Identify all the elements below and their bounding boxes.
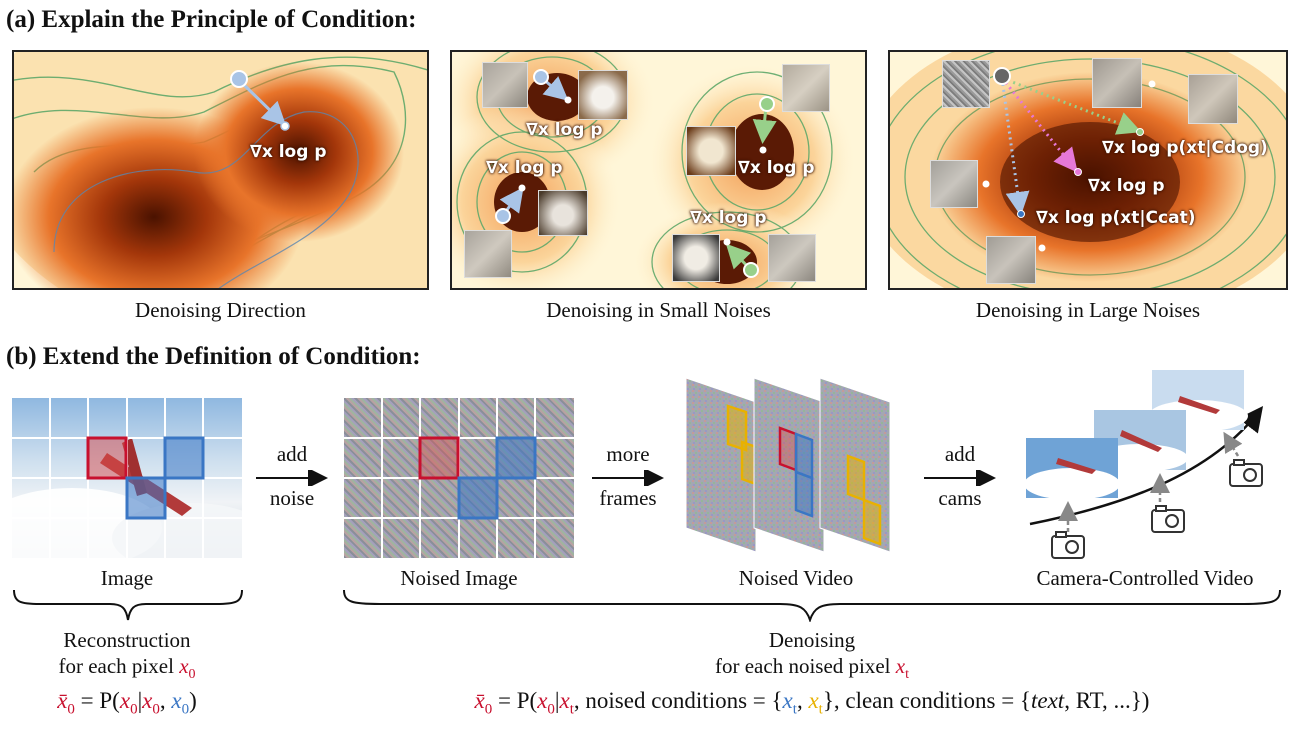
grad-label-uncond: ∇x log p [1088,176,1165,196]
noised-image [344,398,574,558]
denoising-formula: x̄0 = P(x0|xt, noised conditions = {xt, … [474,688,1150,718]
noisy-cat-thumb-3 [930,160,978,208]
cat-noisy-point-1 [533,69,549,85]
clean-image [12,398,242,558]
noisy-dog-thumb-1 [782,64,830,112]
grad-label: ∇x log p [250,142,327,162]
arrow-add-noise [256,470,328,486]
noisy-cat-thumb-4 [986,236,1036,284]
brace-denoising [343,589,1281,622]
arrow-add-noise-top: add [276,442,308,466]
pure-noise-thumb [942,60,990,108]
denoising-label: Denoising [768,628,856,652]
grad-label-dog-2: ∇x log p [690,208,767,228]
caption-denoising-direction: Denoising Direction [135,298,306,322]
pure-noise-point [993,67,1011,85]
target-point [280,121,290,131]
camera-icon [1229,459,1263,487]
caption-large-noises: Denoising in Large Noises [975,298,1201,322]
video-frame-3 [819,377,891,553]
caption-camera-video: Camera-Controlled Video [1036,566,1254,590]
camera-icon [1151,505,1185,533]
arrow-add-noise-bottom: noise [269,486,315,510]
arrow-more-frames-top: more [606,442,650,466]
camera-icon [1051,531,1085,559]
noisy-cat-thumb-2 [464,230,512,278]
noisy-cat-thumb-1 [482,62,528,108]
density-plot-3 [890,52,1286,288]
section-a-title: (a) Explain the Principle of Condition: [6,6,417,33]
grad-label-dog-1: ∇x log p [738,158,815,178]
cat-thumb-2 [538,190,588,236]
caption-small-noises: Denoising in Small Noises [546,298,771,322]
arrow-add-cams-bottom: cams [938,486,982,510]
cat-thumb-1 [578,70,628,120]
dog-thumb-1 [686,126,736,176]
arrow-add-cams-top: add [944,442,976,466]
grad-label-cat-2: ∇x log p [486,158,563,178]
noisy-dog-thumb-4 [1188,74,1238,124]
panel-denoising-direction: ∇x log p [12,50,429,290]
arrow-more-frames [592,470,664,486]
reconstruction-label: Reconstruction [63,628,191,652]
cat-noisy-point-2 [495,208,511,224]
noisy-point [230,70,248,88]
density-plot-1 [14,52,427,288]
reconstruction-sublabel: for each pixel x0 [58,654,196,683]
arrow-more-frames-bottom: frames [599,486,657,510]
noised-video [685,377,891,553]
reconstruction-formula: x̄0 = P(x0|x0, x0) [57,688,197,718]
panel-large-noises: ∇x log p(xt|Cdog) ∇x log p ∇x log p(xt|C… [888,50,1288,290]
caption-image: Image [100,566,154,590]
panel-small-noises: ∇x log p ∇x log p ∇x log p ∇x log p [450,50,867,290]
caption-noised-image: Noised Image [400,566,518,590]
video-frame-1 [685,377,758,553]
video-frame-2 [753,377,825,553]
arrow-add-cams [924,470,996,486]
grad-label-cat-cond: ∇x log p(xt|Ccat) [1036,208,1196,228]
denoising-sublabel: for each noised pixel xt [715,654,909,683]
grad-label-dog-cond: ∇x log p(xt|Cdog) [1102,138,1268,158]
noisy-dog-thumb-2 [768,234,816,282]
dog-noisy-point-1 [759,96,775,112]
noisy-dog-thumb-3 [1092,58,1142,108]
camera-controlled-video [1024,370,1264,559]
dog-noisy-point-2 [743,262,759,278]
section-b-title: (b) Extend the Definition of Condition: [6,343,421,370]
grad-label-cat-1: ∇x log p [526,120,603,140]
caption-noised-video: Noised Video [738,566,854,590]
dog-thumb-2 [672,234,720,282]
brace-reconstruction [13,589,243,621]
denoise-arrow [237,78,287,127]
